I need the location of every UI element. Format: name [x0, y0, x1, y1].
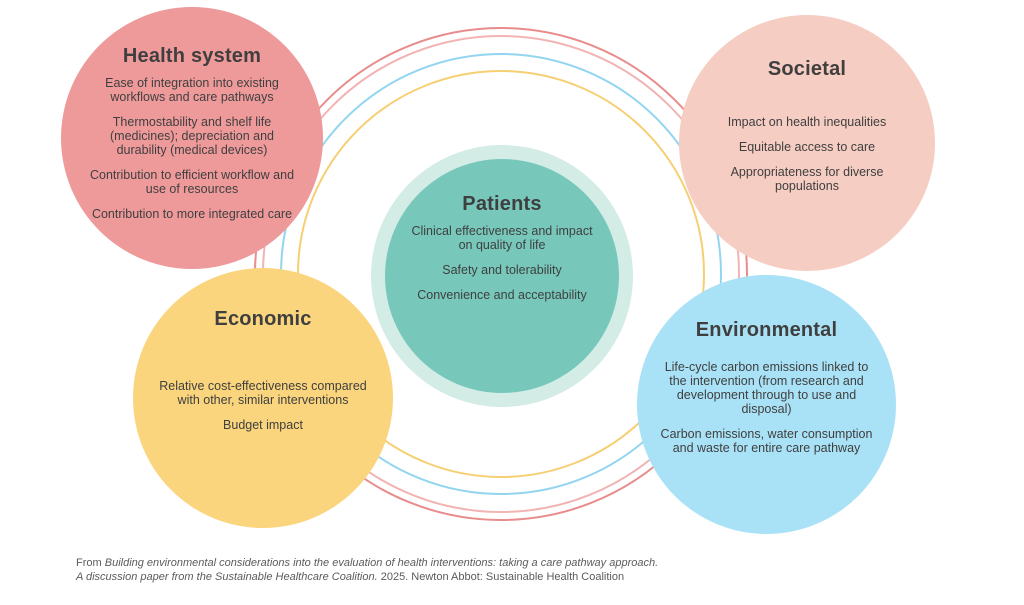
economic-circle: Economic Relative cost-effectiveness com…: [133, 268, 393, 528]
societal-item: Appropriateness for diverse populations: [730, 165, 884, 193]
caption-subtitle: A discussion paper from the Sustainable …: [76, 571, 378, 583]
caption-prefix: From: [76, 557, 105, 569]
societal-item: Equitable access to care: [738, 140, 876, 154]
environmental-circle: Environmental Life-cycle carbon emission…: [637, 275, 896, 534]
caption-suffix: 2025. Newton Abbot: Sustainable Health C…: [377, 571, 625, 583]
environmental-item: Life-cycle carbon emissions linked to th…: [664, 360, 869, 416]
environmental-title: Environmental: [695, 319, 838, 341]
patients-item: Clinical effectiveness and impact on qua…: [411, 224, 593, 252]
patients-item: Safety and tolerability: [442, 263, 562, 277]
societal-circle: Societal Impact on health inequalities E…: [679, 15, 935, 271]
health-system-item: Thermostability and shelf life (medicine…: [110, 115, 274, 157]
economic-item: Relative cost-effectiveness compared wit…: [159, 379, 367, 407]
health-system-item: Contribution to more integrated care: [91, 207, 293, 221]
environmental-item: Carbon emissions, water consumption and …: [660, 427, 873, 455]
societal-item: Impact on health inequalities: [727, 115, 887, 129]
patients-title: Patients: [462, 193, 542, 215]
source-caption: From Building environmental consideratio…: [76, 556, 976, 584]
economic-title: Economic: [214, 308, 312, 330]
health-system-item: Contribution to efficient workflow and u…: [89, 168, 295, 196]
health-system-item: Ease of integration into existing workfl…: [105, 76, 279, 104]
patients-item: Convenience and acceptability: [417, 288, 587, 302]
societal-title: Societal: [767, 58, 847, 80]
caption-title: Building environmental considerations in…: [104, 557, 659, 569]
health-system-title: Health system: [122, 45, 262, 67]
health-system-circle: Health system Ease of integration into e…: [61, 7, 323, 269]
patients-circle: Patients Clinical effectiveness and impa…: [385, 159, 619, 393]
economic-item: Budget impact: [223, 418, 303, 432]
